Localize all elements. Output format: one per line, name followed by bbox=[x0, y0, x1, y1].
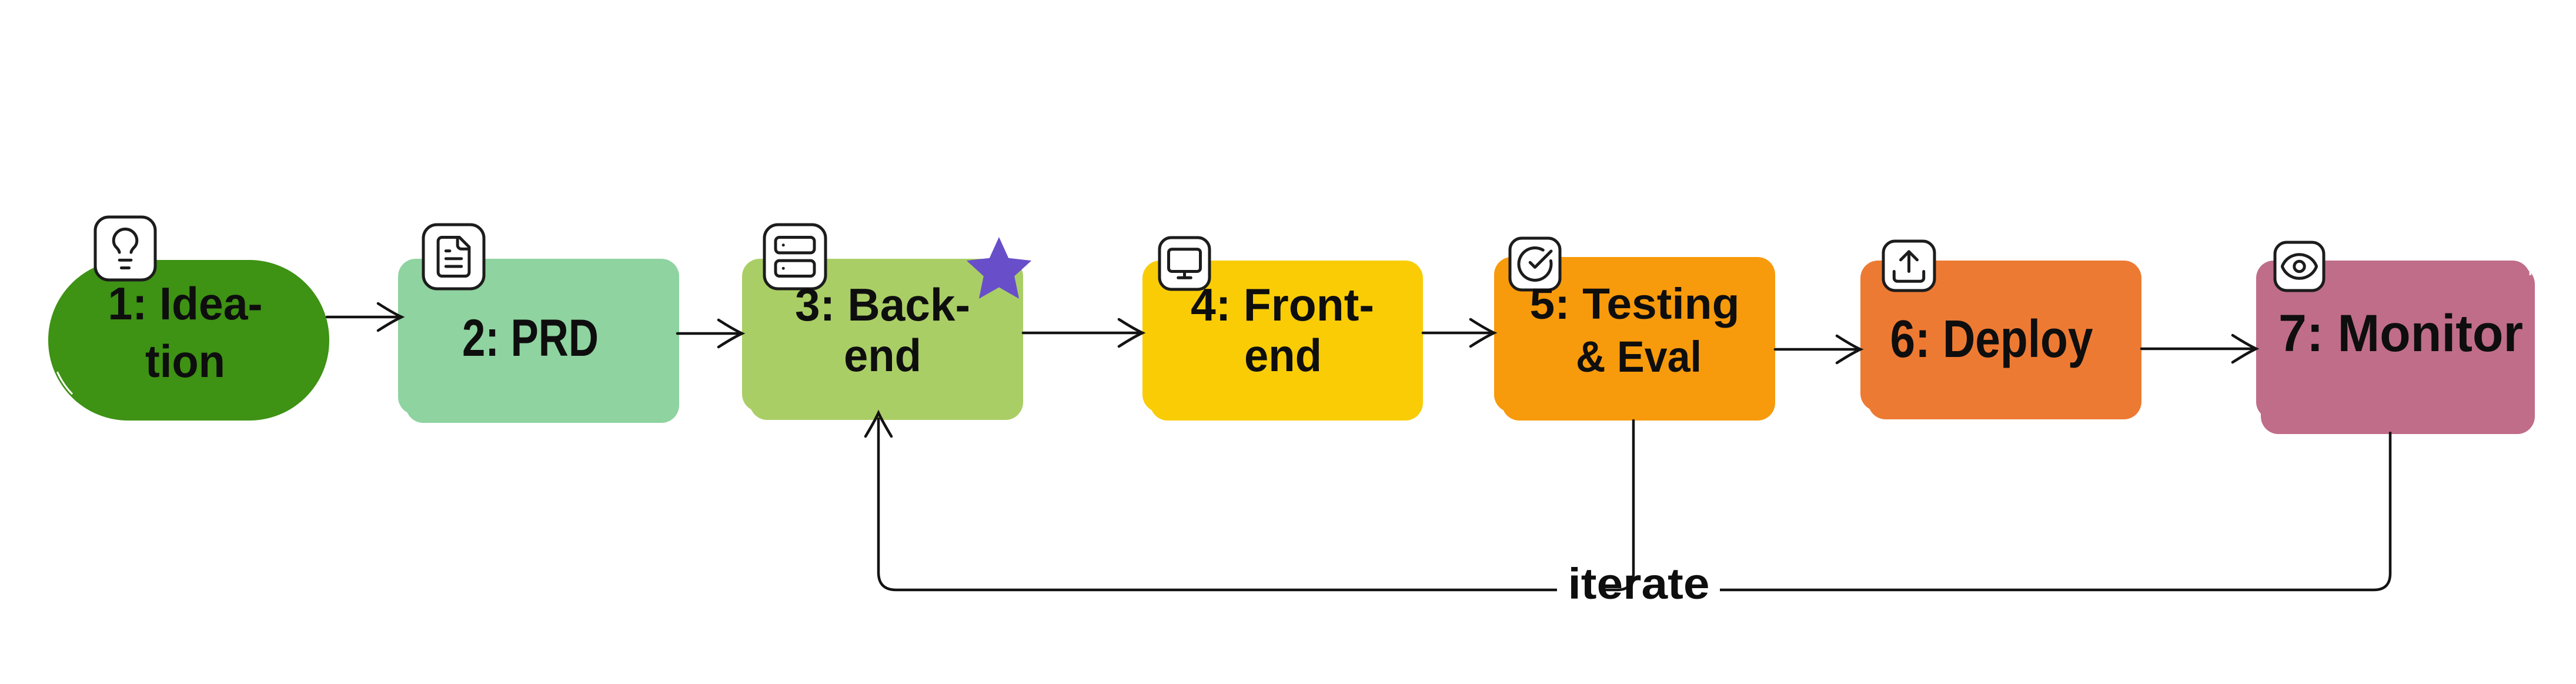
svg-text:5: Testing: 5: Testing bbox=[1530, 279, 1740, 328]
svg-text:iterate: iterate bbox=[1568, 559, 1710, 608]
svg-text:end: end bbox=[1244, 329, 1322, 381]
svg-text:tion: tion bbox=[145, 335, 225, 387]
svg-text:7: Monitor: 7: Monitor bbox=[2278, 303, 2523, 362]
svg-text:3: Back-: 3: Back- bbox=[795, 279, 970, 331]
svg-text:1: Idea-: 1: Idea- bbox=[108, 278, 263, 329]
svg-text:& Eval: & Eval bbox=[1576, 332, 1702, 381]
svg-text:4: Front-: 4: Front- bbox=[1191, 279, 1374, 331]
svg-text:end: end bbox=[844, 329, 921, 381]
svg-text:2: PRD: 2: PRD bbox=[462, 308, 599, 367]
svg-text:6: Deploy: 6: Deploy bbox=[1890, 310, 2093, 369]
